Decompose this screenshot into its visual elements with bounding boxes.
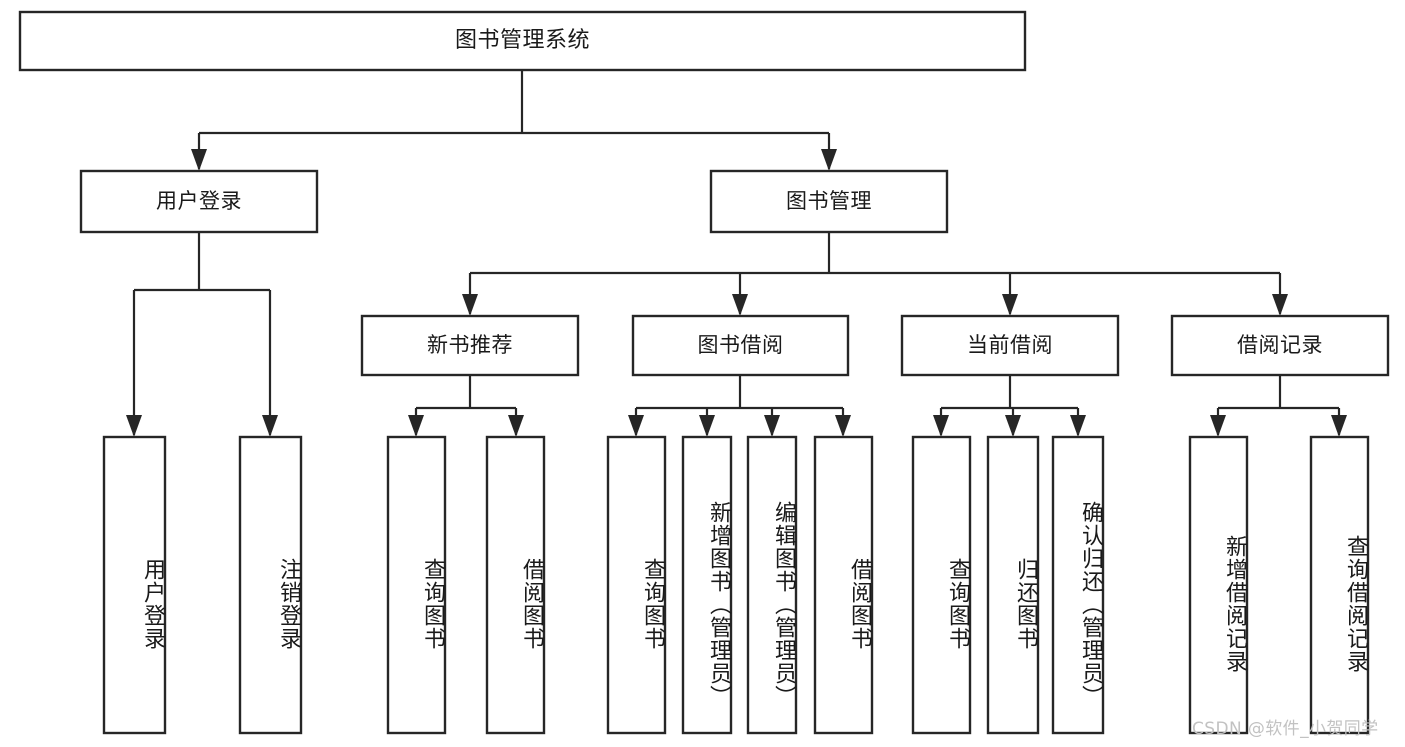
node-box-leaf-borrow-book-recommend[interactable] [485, 435, 546, 735]
node-box-leaf-add-book-admin[interactable] [681, 435, 733, 735]
arrow-down-icon-root-1 [821, 149, 837, 171]
arrow-down-icon-leaf-3-1 [1331, 415, 1347, 437]
arrow-down-icon-leaf-3-0 [1210, 415, 1226, 437]
arrow-down-icon-leaf-2-2 [1070, 415, 1086, 437]
node-box-book-manage[interactable] [709, 169, 949, 234]
arrow-down-icon-userlogin-0 [126, 415, 142, 437]
arrow-down-icon-leaf-1-0 [628, 415, 644, 437]
arrow-down-icon-bookmanage-0 [462, 294, 478, 316]
box-layer [18, 10, 1390, 735]
arrow-down-icon-leaf-1-1 [699, 415, 715, 437]
arrow-down-icon-leaf-2-0 [933, 415, 949, 437]
node-box-new-book-recommend[interactable] [360, 314, 580, 377]
node-box-leaf-user-login[interactable] [102, 435, 167, 735]
node-box-leaf-query-book-current[interactable] [911, 435, 972, 735]
node-box-borrow-record[interactable] [1170, 314, 1390, 377]
arrow-down-icon-userlogin-1 [262, 415, 278, 437]
arrow-down-icon-leaf-0-1 [508, 415, 524, 437]
watermark-text: CSDN @软件_小贺同学 [1192, 719, 1379, 739]
node-box-leaf-logout[interactable] [238, 435, 303, 735]
node-box-current-borrow[interactable] [900, 314, 1120, 377]
node-box-leaf-query-borrow-record[interactable] [1309, 435, 1370, 735]
connector-layer [126, 70, 1347, 437]
node-box-leaf-confirm-return-admin[interactable] [1051, 435, 1105, 735]
arrow-down-icon-leaf-0-0 [408, 415, 424, 437]
arrow-down-icon-root-0 [191, 149, 207, 171]
node-box-leaf-return-book[interactable] [986, 435, 1040, 735]
node-box-leaf-query-book-borrow[interactable] [606, 435, 667, 735]
arrow-down-icon-leaf-2-1 [1005, 415, 1021, 437]
node-box-book-borrow[interactable] [631, 314, 850, 377]
node-box-leaf-query-book-recommend[interactable] [386, 435, 447, 735]
node-box-leaf-borrow-book[interactable] [813, 435, 874, 735]
arrow-down-icon-bookmanage-3 [1272, 294, 1288, 316]
node-box-leaf-add-borrow-record[interactable] [1188, 435, 1249, 735]
arrow-down-icon-leaf-1-2 [764, 415, 780, 437]
node-box-root[interactable] [18, 10, 1027, 72]
node-box-user-login[interactable] [79, 169, 319, 234]
arrow-down-icon-bookmanage-2 [1002, 294, 1018, 316]
node-box-leaf-edit-book-admin[interactable] [746, 435, 798, 735]
arrow-down-icon-bookmanage-1 [732, 294, 748, 316]
arrow-down-icon-leaf-1-3 [835, 415, 851, 437]
